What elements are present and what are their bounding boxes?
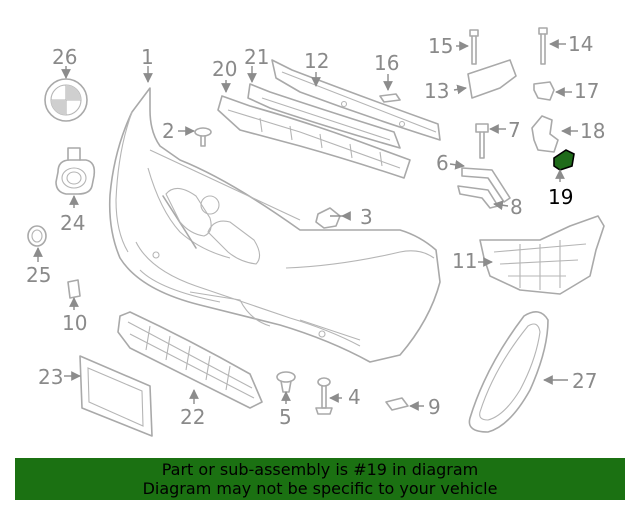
callout-19-highlighted: 19 (548, 185, 573, 209)
sensor-ring-part (27, 225, 47, 247)
highlighted-part-19 (553, 149, 575, 171)
flat-clip-part (385, 397, 409, 411)
callout-12: 12 (304, 49, 329, 73)
callout-11: 11 (452, 249, 477, 273)
callout-22: 22 (180, 405, 205, 429)
screw-part (194, 127, 212, 147)
park-sensor-part (55, 147, 96, 195)
push-clip-part (315, 377, 333, 415)
callout-23: 23 (38, 365, 63, 389)
callout-2: 2 (162, 119, 175, 143)
trim-strip-part (461, 167, 511, 203)
banner-line-part-number: Part or sub-assembly is #19 in diagram (161, 460, 479, 479)
long-bolt-part (469, 29, 479, 65)
callout-20: 20 (212, 57, 237, 81)
callout-18: 18 (580, 119, 605, 143)
side-bracket-part (467, 59, 517, 99)
callout-6: 6 (436, 151, 449, 175)
energy-absorber-part (217, 95, 411, 179)
callout-17: 17 (574, 79, 599, 103)
callout-21: 21 (244, 45, 269, 69)
banner-line-disclaimer: Diagram may not be specific to your vehi… (142, 479, 498, 498)
callout-3: 3 (360, 205, 373, 229)
trim-bracket-part (457, 185, 499, 209)
bolt-part (475, 123, 489, 159)
callout-9: 9 (428, 395, 441, 419)
small-clip-part (379, 93, 401, 103)
callout-25: 25 (26, 263, 51, 287)
plug-part (276, 371, 296, 393)
callout-16: 16 (374, 51, 399, 75)
callout-13: 13 (424, 79, 449, 103)
callout-26: 26 (52, 45, 77, 69)
callout-5: 5 (279, 405, 292, 429)
center-bracket-part (315, 207, 341, 229)
side-grille-part (479, 215, 605, 295)
lower-grille-part (117, 311, 263, 409)
info-banner: Part or sub-assembly is #19 in diagram D… (15, 458, 625, 500)
callout-24: 24 (60, 211, 85, 235)
callout-4: 4 (348, 385, 361, 409)
callout-15: 15 (428, 34, 453, 58)
emblem-part (44, 78, 88, 122)
license-plate-base-part (79, 355, 153, 437)
callout-1: 1 (141, 45, 154, 69)
callout-10: 10 (62, 311, 87, 335)
bumper-cover-part (108, 87, 441, 363)
leader-lines (33, 39, 578, 411)
callout-8: 8 (510, 195, 523, 219)
stud-bolt-part (538, 27, 548, 65)
nut-clip-part (533, 81, 555, 101)
callout-labels: 26 1 20 21 12 16 15 14 13 17 2 7 18 6 19… (26, 32, 605, 429)
callout-27: 27 (572, 369, 597, 393)
trim-frame-part (468, 311, 549, 433)
reinforcement-part (247, 83, 401, 149)
callout-7: 7 (508, 118, 521, 142)
mount-bracket-part (531, 115, 559, 153)
bumper-parts-diagram: 26 1 20 21 12 16 15 14 13 17 2 7 18 6 19… (26, 27, 605, 437)
small-pad-part (67, 279, 81, 299)
callout-14: 14 (568, 32, 593, 56)
